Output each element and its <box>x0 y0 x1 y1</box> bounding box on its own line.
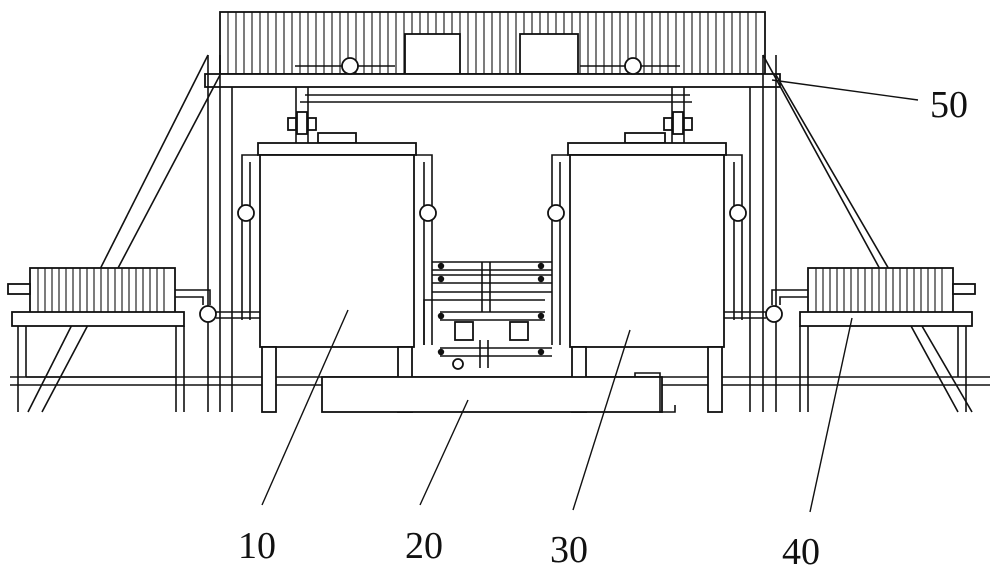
pump-right <box>509 321 529 341</box>
filter-press-right <box>724 267 976 412</box>
tank-10 <box>237 142 437 413</box>
valve-group-left <box>287 87 357 145</box>
tank-30 <box>547 142 747 413</box>
label-40: 40 <box>782 531 820 573</box>
right-frame <box>749 54 973 413</box>
pipe-fitting <box>537 348 545 356</box>
roller-left <box>341 57 359 75</box>
leader-lines <box>261 79 919 513</box>
pipe-fitting <box>437 348 445 356</box>
pipe-fitting <box>537 312 545 320</box>
left-frame <box>27 54 233 413</box>
central-piping <box>423 261 552 370</box>
pipe-fitting <box>437 312 445 320</box>
pipe-fitting <box>537 275 545 283</box>
pump-left <box>454 321 474 341</box>
label-30: 30 <box>550 529 588 571</box>
basin-20 <box>321 372 676 413</box>
label-10: 10 <box>238 525 276 567</box>
pipe-fittings <box>437 262 545 356</box>
pipe-fitting <box>437 262 445 270</box>
valve-group-right <box>624 87 693 145</box>
top-hood <box>204 11 781 103</box>
pipe-fitting <box>437 275 445 283</box>
filter-press-left <box>7 267 260 412</box>
label-50: 50 <box>930 84 968 126</box>
label-20: 20 <box>405 525 443 567</box>
pipe-fitting <box>537 262 545 270</box>
roller-right <box>624 57 642 75</box>
